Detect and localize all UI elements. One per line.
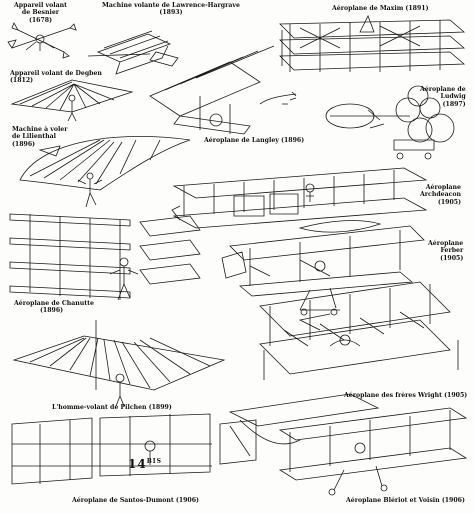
caption-lilienthal: Machine à voler de Lilienthal (1896) <box>12 126 68 148</box>
caption-lawrence-hargrave: Machine volante de Lawrence-Hargrave (18… <box>102 2 240 17</box>
caption-langley: Aéroplane de Langley (1896) <box>204 137 305 144</box>
bleriot-voisin-aeroplane-illustration <box>228 393 468 496</box>
lawrence-hargrave-machine-illustration <box>87 30 179 75</box>
caption-bleriot-voisin: Aéroplane Blériot et Voisin (1906) <box>346 497 465 504</box>
caption-chanutte: Aéroplane de Chanutte (1896) <box>14 300 94 315</box>
santos-dumont-aeroplane-illustration <box>11 413 257 485</box>
caption-pilchen: L'homme-volant de Pilchen (1899) <box>52 404 172 411</box>
ferber-aeroplane-illustration <box>221 225 425 316</box>
caption-archdeacon: Aéroplane Archdeacon (1905) <box>420 184 461 206</box>
caption-wright: Aéroplane des frères Wright (1905) <box>344 392 468 399</box>
archdeacon-aeroplane-illustration <box>171 167 428 233</box>
wright-brothers-aeroplane-illustration <box>259 281 459 380</box>
langley-aeroplane-illustration <box>149 45 297 135</box>
caption-ludwig: Aéroplane de Ludwig (1897) <box>420 86 466 108</box>
caption-ferber: Aéroplane Ferber (1905) <box>428 240 464 262</box>
pilchen-flying-man-illustration <box>12 320 226 407</box>
caption-degben: Appareil volant de Degben (1812) <box>10 70 102 85</box>
ludwig-aeroplane-illustration <box>325 85 455 160</box>
besnier-apparatus-illustration <box>7 22 77 59</box>
caption-maxim: Aéroplane de Maxim (1891) <box>332 5 429 12</box>
lilienthal-machine-illustration <box>19 136 191 208</box>
degben-apparatus-illustration <box>10 79 134 122</box>
caption-besnier: Appareil volant de Besnier (1678) <box>14 2 67 24</box>
maxim-aeroplane-illustration <box>279 15 466 72</box>
chanutte-aeroplane-illustration <box>9 213 201 301</box>
santos-dumont-number-label: 14BIS <box>128 457 162 471</box>
caption-santos-dumont: Aéroplane de Santos-Dumont (1906) <box>72 497 199 504</box>
